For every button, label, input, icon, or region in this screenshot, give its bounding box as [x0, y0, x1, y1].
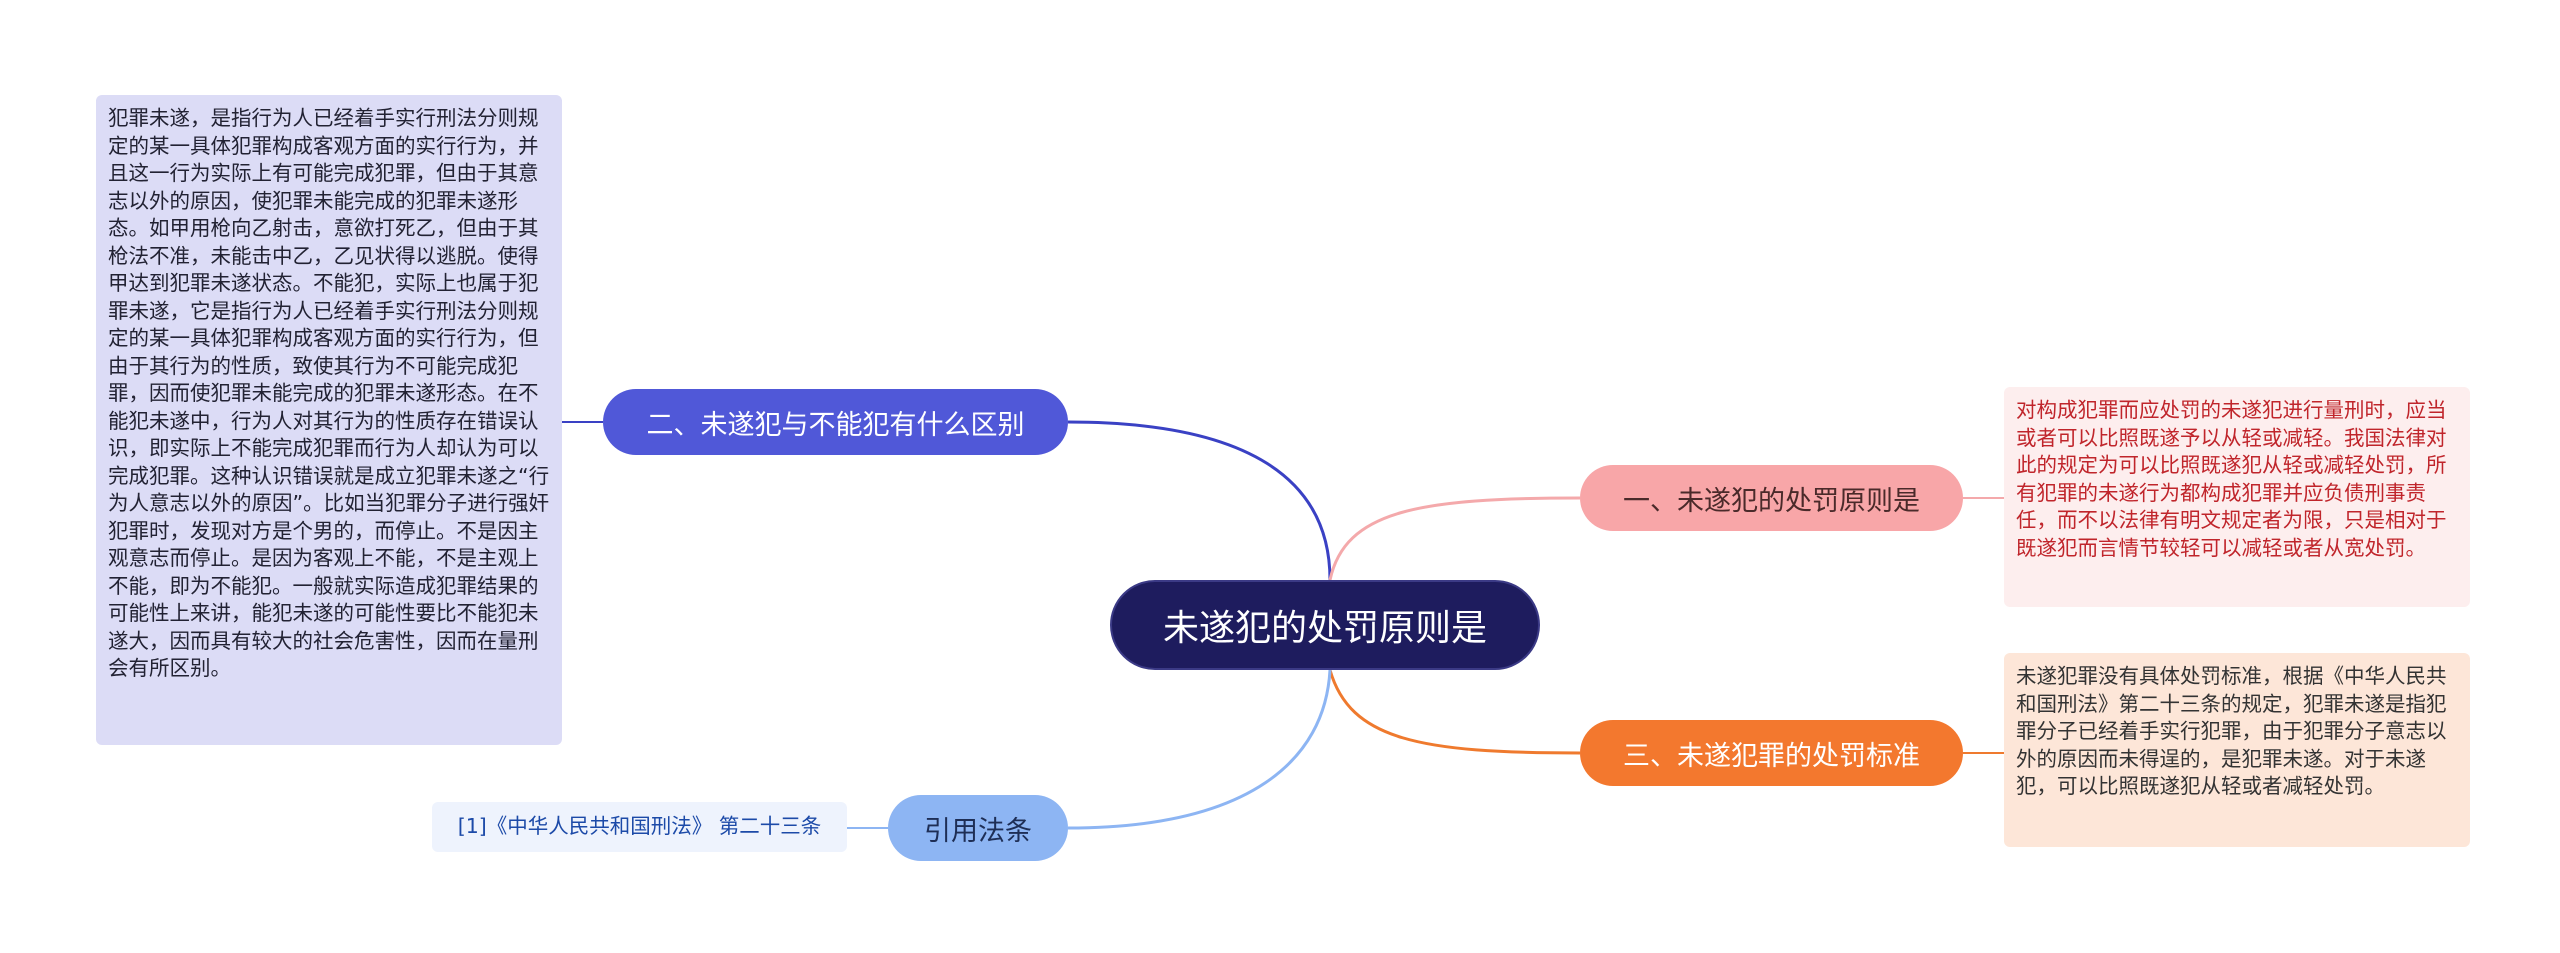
- branch-difference-label: 二、未遂犯与不能犯有什么区别: [646, 409, 1025, 441]
- standard-detail-box: 未遂犯罪没有具体处罚标准，根据《中华人民共和国刑法》第二十三条的规定，犯罪未遂是…: [2004, 653, 2470, 847]
- connector-standard: [1328, 669, 1581, 755]
- connector-principle: [1328, 496, 1581, 581]
- citation-detail-box[interactable]: [1]《中华人民共和国刑法》 第二十三条: [432, 802, 847, 852]
- principle-detail-box: 对构成犯罪而应处罚的未遂犯进行量刑时，应当或者可以比照既遂予以从轻或减轻。我国法…: [2004, 387, 2470, 607]
- connector-difference: [1067, 420, 1332, 581]
- citation-detail-text: [1]《中华人民共和国刑法》 第二十三条: [457, 814, 822, 839]
- branch-difference[interactable]: 二、未遂犯与不能犯有什么区别: [603, 389, 1068, 455]
- branch-standard-label: 三、未遂犯罪的处罚标准: [1623, 740, 1920, 772]
- root-node[interactable]: 未遂犯的处罚原则是: [1110, 580, 1540, 670]
- root-label: 未遂犯的处罚原则是: [1162, 608, 1487, 649]
- branch-principle-label: 一、未遂犯的处罚原则是: [1623, 485, 1920, 517]
- branch-principle[interactable]: 一、未遂犯的处罚原则是: [1580, 465, 1963, 531]
- branch-standard[interactable]: 三、未遂犯罪的处罚标准: [1580, 720, 1963, 786]
- branch-citation[interactable]: 引用法条: [888, 795, 1068, 861]
- difference-detail-box: 犯罪未遂，是指行为人已经着手实行刑法分则规定的某一具体犯罪构成客观方面的实行行为…: [96, 95, 562, 745]
- connector-citation: [1067, 669, 1332, 830]
- branch-citation-label: 引用法条: [924, 815, 1032, 847]
